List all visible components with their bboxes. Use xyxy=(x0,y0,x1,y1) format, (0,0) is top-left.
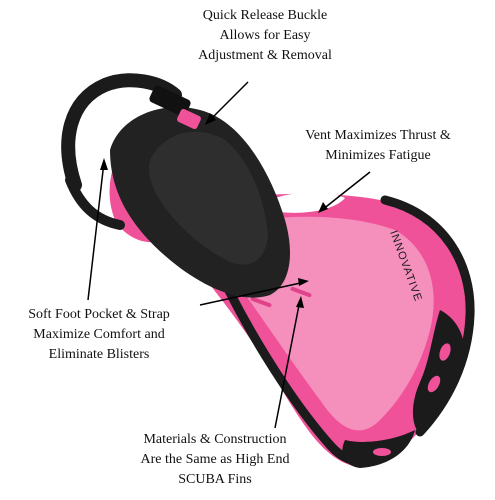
callout-buckle: Quick Release Buckle Allows for Easy Adj… xyxy=(160,6,370,66)
arrow-foot-pocket-2 xyxy=(199,281,306,306)
vent-slot xyxy=(275,192,345,213)
callout-line: Minimizes Fatigue xyxy=(325,148,431,163)
arrow-head-foot-pocket xyxy=(100,158,108,170)
foot-pocket-panel xyxy=(148,131,268,265)
callout-line: SCUBA Fins xyxy=(178,472,252,487)
callout-line: Quick Release Buckle xyxy=(202,8,328,23)
buckle xyxy=(149,85,191,117)
arrows xyxy=(87,81,371,429)
callout-line: Allows for Easy xyxy=(219,28,311,43)
arrow-foot-pocket xyxy=(87,161,105,301)
tip-hole xyxy=(373,448,391,456)
buckle-release xyxy=(177,108,201,130)
arrow-buckle xyxy=(207,81,249,123)
callout-line: Soft Foot Pocket & Strap xyxy=(28,307,170,322)
arrow-materials xyxy=(274,299,301,429)
arrow-vent xyxy=(321,171,371,211)
callout-line: Eliminate Blisters xyxy=(48,347,150,362)
callout-line: Materials & Construction xyxy=(143,432,287,447)
heel-strap xyxy=(61,73,182,192)
tip-hole xyxy=(439,343,451,361)
arrow-head-foot-pocket-2 xyxy=(298,278,309,286)
tip-hole xyxy=(427,375,441,393)
arrow-head-materials xyxy=(296,296,304,308)
callout-foot-pocket: Soft Foot Pocket & Strap Maximize Comfor… xyxy=(4,305,194,365)
callout-line: Maximize Comfort and xyxy=(33,327,165,342)
arrow-heads xyxy=(100,113,328,308)
callout-vent: Vent Maximizes Thrust & Minimizes Fatigu… xyxy=(268,126,488,166)
callout-materials: Materials & Construction Are the Same as… xyxy=(110,430,320,490)
callout-line: Vent Maximizes Thrust & xyxy=(305,128,451,143)
arrow-head-vent xyxy=(318,202,328,213)
fin-tip-pad-right xyxy=(412,310,465,432)
callout-line: Adjustment & Removal xyxy=(198,48,332,63)
callout-line: Are the Same as High End xyxy=(140,452,290,467)
arrow-head-buckle xyxy=(205,113,216,125)
blade-slot xyxy=(250,296,272,308)
blade-slot xyxy=(290,286,312,298)
heel-strap-lower xyxy=(65,175,125,230)
